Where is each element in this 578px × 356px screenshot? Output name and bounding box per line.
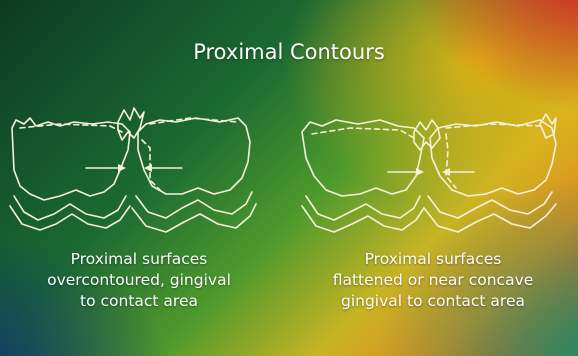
- right-caption-line-3: gingival to contact area: [292, 291, 574, 312]
- right-root-outline: [136, 192, 252, 218]
- diagram-flattened: [302, 114, 556, 232]
- right-contact-area: [414, 120, 440, 150]
- left-tooth-outline-2: [302, 120, 424, 196]
- right-caption-line-2: flattened or near concave: [292, 270, 574, 291]
- right-caption-line-1: Proximal surfaces: [292, 249, 574, 270]
- left-root-outline-3: [306, 196, 420, 220]
- left-root-outline-2: [10, 206, 130, 230]
- left-caption: Proximal surfaces overcontoured, gingiva…: [8, 249, 270, 312]
- left-root-outline: [14, 196, 126, 220]
- left-tooth-inner-line-2: [312, 128, 414, 138]
- left-caption-line-1: Proximal surfaces: [8, 249, 270, 270]
- right-tooth-inner-line-2: [446, 134, 456, 188]
- right-tooth-outline: [138, 118, 250, 194]
- left-root-outline-4: [302, 206, 424, 232]
- right-tooth-outline-2: [430, 120, 556, 196]
- right-root-outline-3: [428, 192, 552, 218]
- diagram-overcontoured: [10, 108, 256, 232]
- right-caption: Proximal surfaces flattened or near conc…: [292, 249, 574, 312]
- left-caption-line-2: overcontoured, gingival: [8, 270, 270, 291]
- left-caption-line-3: to contact area: [8, 291, 270, 312]
- right-root-outline-2: [132, 204, 256, 232]
- right-arrow-head-1: [416, 168, 424, 176]
- left-tooth-outline: [12, 118, 130, 200]
